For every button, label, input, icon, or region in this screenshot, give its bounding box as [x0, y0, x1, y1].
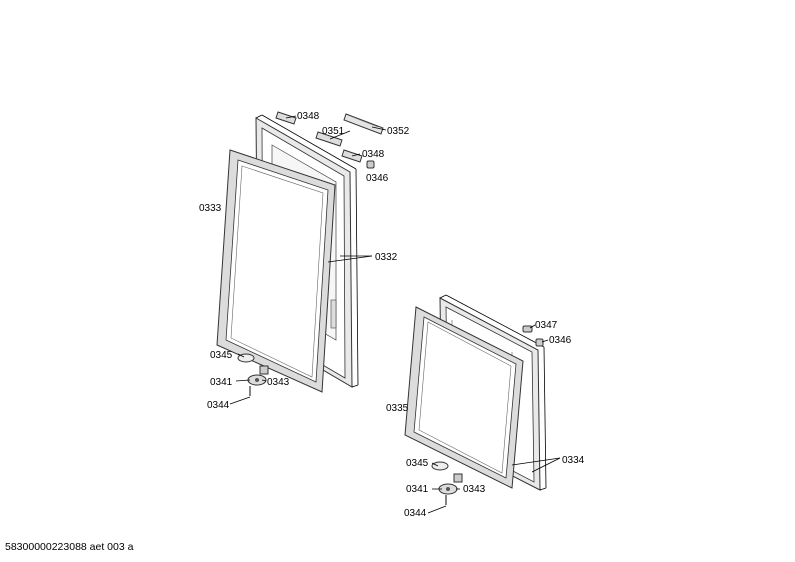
lower-door-gasket-0335 [404, 306, 524, 489]
callout-0348-upper-right: 0348 [362, 149, 385, 160]
lower-leader-lines [427, 324, 561, 514]
callout-0341-lower: 0341 [406, 484, 429, 495]
callout-0343-lower: 0343 [463, 484, 486, 495]
upper-small-part-0346 [366, 160, 375, 169]
upper-door-gasket-0333 [216, 149, 336, 393]
lower-door-assembly: 0347 0346 0335 0334 0345 0341 0343 0344 [386, 294, 585, 519]
callout-0345-upper: 0345 [210, 350, 233, 361]
callout-0344-upper: 0344 [207, 400, 230, 411]
callout-0348-upper-left: 0348 [297, 111, 320, 122]
callout-0341-upper: 0341 [210, 377, 233, 388]
callout-0346-upper: 0346 [366, 173, 389, 184]
callout-0346-lower: 0346 [549, 335, 572, 346]
upper-top-bracket-0352 [343, 113, 384, 135]
callout-0333: 0333 [199, 203, 222, 214]
callout-0334: 0334 [562, 455, 585, 466]
lower-small-part-0347 [522, 325, 533, 333]
callout-0347: 0347 [535, 320, 558, 331]
callout-0352: 0352 [387, 126, 410, 137]
callout-0335: 0335 [386, 403, 409, 414]
document-id-footer: 58300000223088 aet 003 a [5, 541, 134, 553]
upper-leader-lines [229, 115, 387, 405]
lower-small-part-0346 [535, 338, 544, 347]
callout-0344-lower: 0344 [404, 508, 427, 519]
callout-0345-lower: 0345 [406, 458, 429, 469]
lower-hinge-parts [431, 461, 463, 505]
callout-0351: 0351 [322, 126, 345, 137]
callout-0343-upper: 0343 [267, 377, 290, 388]
upper-door-assembly: 0348 0351 0352 0348 0346 0333 0332 0345 … [199, 111, 410, 411]
callout-0332: 0332 [375, 252, 398, 263]
